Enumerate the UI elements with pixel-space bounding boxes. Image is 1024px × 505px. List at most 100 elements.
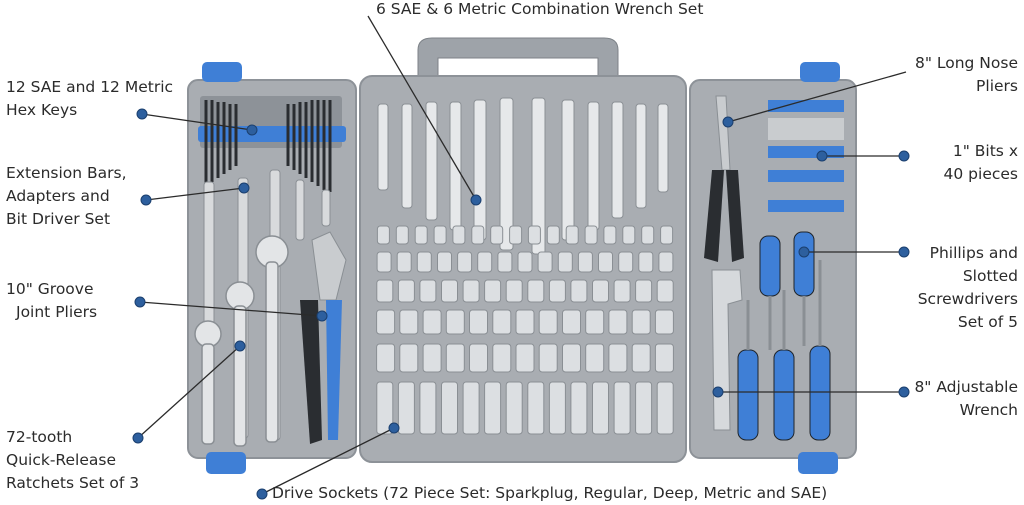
callout-adjustable-wrench-line-1: 8" Adjustable: [914, 378, 1018, 396]
case-clips: [202, 62, 840, 474]
bits-art: [768, 100, 844, 212]
callout-groove-pliers: 10" Groove Joint Pliers: [6, 278, 97, 324]
socket: [462, 381, 480, 435]
socket: [613, 279, 631, 303]
socket: [548, 381, 566, 435]
callout-wrench-set-line-1: 6 SAE & 6 Metric Combination Wrench Set: [376, 0, 704, 18]
dot-screwdriver-target: [798, 246, 810, 258]
dot-groove-pliers: [134, 296, 146, 308]
leader-lines: [137, 15, 907, 495]
callout-hex-keys: 12 SAE and 12 Metric Hex Keys: [6, 76, 173, 122]
socket: [656, 381, 674, 435]
callout-extension-bars: Extension Bars, Adapters and Bit Driver …: [6, 162, 127, 231]
socket: [517, 251, 533, 273]
socket: [484, 279, 502, 303]
dot-hex-target: [246, 124, 258, 136]
socket: [608, 309, 628, 335]
socket: [585, 343, 605, 373]
callout-screwdrivers-line-4: Set of 5: [957, 313, 1018, 331]
socket: [618, 251, 634, 273]
socket: [395, 225, 409, 245]
callout-long-nose-pliers-line-2: Pliers: [976, 77, 1018, 95]
wrench-set-art: [377, 97, 669, 255]
socket: [660, 225, 674, 245]
socket: [441, 381, 458, 435]
socket: [656, 279, 674, 303]
callout-screwdrivers-line-3: Screwdrivers: [917, 290, 1018, 308]
groove-pliers-art: [300, 231, 347, 444]
socket: [469, 309, 488, 335]
socket: [548, 279, 566, 303]
socket: [585, 309, 605, 335]
socket: [477, 251, 493, 273]
socket: [622, 225, 636, 245]
socket: [635, 279, 653, 303]
socket: [433, 225, 447, 245]
socket: [557, 251, 573, 273]
callout-extension-bars-line-3: Bit Driver Set: [6, 210, 111, 228]
callout-bits-line-1: 1" Bits x: [952, 142, 1018, 160]
socket: [631, 309, 651, 335]
socket: [492, 343, 512, 373]
socket: [419, 381, 437, 435]
dot-adjustable-target: [712, 386, 724, 398]
socket: [577, 251, 593, 273]
dot-wrench-set: [470, 194, 482, 206]
socket: [562, 309, 581, 335]
socket: [638, 251, 654, 273]
dot-ratchets-target: [234, 340, 246, 352]
case-handle: [417, 37, 619, 79]
dot-extension-bars: [140, 194, 152, 206]
dot-ratchets: [132, 432, 144, 444]
socket: [445, 343, 465, 373]
ratchets-art: [194, 235, 289, 447]
callout-ratchets-line-3: Ratchets Set of 3: [6, 474, 140, 492]
socket: [570, 279, 588, 303]
callout-screwdrivers-line-2: Slotted: [962, 267, 1018, 285]
dot-pliers-target: [316, 310, 328, 322]
socket: [441, 279, 458, 303]
socket: [584, 225, 598, 245]
sockets-art: [376, 225, 674, 435]
callout-groove-pliers-line-2: Joint Pliers: [16, 303, 98, 321]
long-nose-pliers-art: [704, 95, 744, 262]
callout-extension-bars-line-2: Adapters and: [6, 187, 110, 205]
socket: [538, 343, 558, 373]
leader-ratchets: [137, 345, 241, 439]
socket: [376, 381, 394, 435]
leader-groove-pliers: [139, 301, 323, 317]
socket: [471, 225, 485, 245]
socket: [376, 225, 390, 245]
socket: [538, 309, 558, 335]
socket: [505, 279, 523, 303]
callout-wrench-set: 6 SAE & 6 Metric Combination Wrench Set: [376, 0, 703, 21]
socket: [437, 251, 452, 273]
callout-hex-keys-line-1: 12 SAE and 12 Metric: [6, 78, 174, 96]
socket: [515, 309, 535, 335]
socket: [570, 381, 588, 435]
callout-screwdrivers: Phillips and Slotted Screwdrivers Set of…: [918, 242, 1018, 334]
socket: [562, 343, 581, 373]
socket: [419, 279, 437, 303]
callout-extension-bars-line-1: Extension Bars,: [6, 164, 127, 182]
socket: [414, 225, 428, 245]
callout-hex-keys-line-2: Hex Keys: [6, 101, 78, 119]
socket: [598, 251, 613, 273]
socket: [592, 279, 609, 303]
callout-bits: 1" Bits x 40 pieces: [944, 140, 1018, 186]
leader-long-nose-pliers: [727, 71, 907, 123]
callout-ratchets: 72-tooth Quick-Release Ratchets Set of 3: [6, 426, 139, 495]
socket: [462, 279, 480, 303]
socket: [376, 309, 396, 335]
callout-drive-sockets: Drive Sockets (72 Piece Set: Sparkplug, …: [272, 482, 827, 505]
dot-extension-target: [238, 182, 250, 194]
callout-groove-pliers-line-1: 10" Groove: [6, 280, 94, 298]
socket: [492, 309, 512, 335]
socket: [484, 381, 502, 435]
socket: [509, 225, 523, 245]
socket: [658, 251, 674, 273]
socket: [592, 381, 609, 435]
socket: [396, 251, 412, 273]
callout-ratchets-line-2: Quick-Release: [6, 451, 116, 469]
